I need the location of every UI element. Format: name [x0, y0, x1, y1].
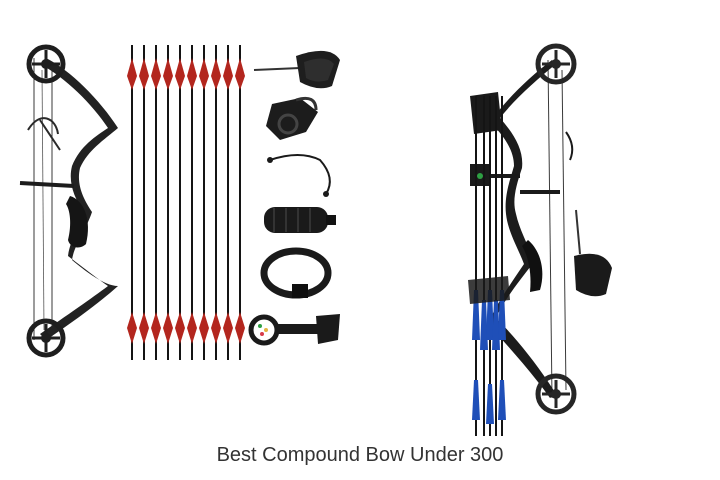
accessories-column [248, 50, 340, 346]
arrow-set-red [127, 45, 245, 360]
arrow [211, 45, 221, 360]
arrow [235, 45, 245, 360]
compound-bow-right [470, 43, 612, 415]
arrow [223, 45, 233, 360]
bow-sight-icon [248, 314, 340, 346]
image-caption: Best Compound Bow Under 300 [216, 444, 504, 466]
d-loop-icon [267, 154, 331, 197]
arrow [199, 45, 209, 360]
wrist-sling-icon [260, 247, 332, 299]
arrow-rest-icon [266, 96, 318, 140]
compound-bow-left [19, 44, 118, 358]
arrow [127, 45, 137, 360]
arrow [151, 45, 161, 360]
product-photo [19, 43, 612, 436]
release-aid-icon [253, 50, 340, 89]
arrow [163, 45, 173, 360]
quiver-icon [468, 92, 510, 436]
arrow [139, 45, 149, 360]
arrow [187, 45, 197, 360]
arrow [175, 45, 185, 360]
stabilizer-icon [264, 207, 336, 233]
